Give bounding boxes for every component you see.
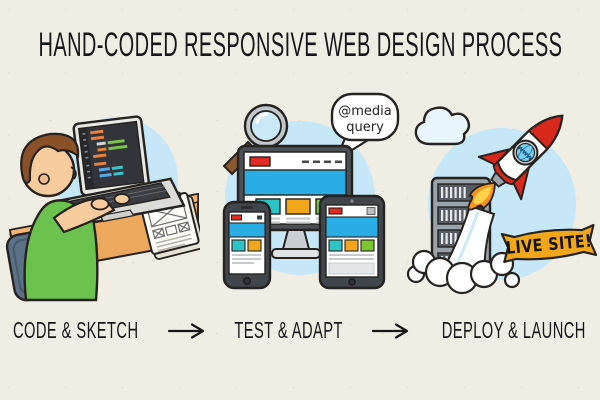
media-query-text-line2: query — [346, 120, 384, 135]
rocket-icon: WWW — [467, 114, 564, 211]
page-title: HAND-CODED RESPONSIVE WEB DESIGN PROCESS — [38, 24, 562, 64]
nav-dashes — [302, 160, 342, 164]
smoke-trail-shade — [456, 211, 480, 263]
rocket-porthole: WWW — [512, 139, 539, 166]
arrow-right-icon — [168, 322, 205, 339]
illustration-test-adapt: @media query — [222, 92, 400, 290]
speech-bubble: @media query — [330, 92, 400, 163]
illustration-code-sketch — [5, 115, 200, 302]
hair — [20, 132, 80, 185]
illustration-panels: @media query — [0, 90, 600, 312]
code-line-numbers — [82, 132, 91, 179]
title-row: HAND-CODED RESPONSIVE WEB DESIGN PROCESS — [0, 0, 600, 90]
process-steps-row: CODE & SKETCH TEST & ADAPT DEPLOY & LAUN… — [0, 317, 600, 343]
step-label-code-sketch: CODE & SKETCH — [12, 316, 139, 344]
tablet-icon — [318, 194, 386, 290]
step-label-deploy-launch: DEPLOY & LAUNCH — [441, 316, 586, 344]
code-lines — [90, 129, 128, 178]
media-query-text-line1: @media — [338, 104, 392, 119]
step-label-test-adapt: TEST & ADAPT — [234, 316, 344, 344]
live-site-banner: LIVE SITE! — [500, 223, 598, 264]
cloud-icon — [414, 106, 471, 146]
smoke-clouds — [406, 249, 521, 295]
arrow-right-icon — [371, 322, 408, 339]
phone-icon — [222, 200, 272, 290]
illustration-deploy-launch: WWW LIVE SITE! — [406, 106, 598, 295]
developer-figure — [20, 132, 131, 302]
